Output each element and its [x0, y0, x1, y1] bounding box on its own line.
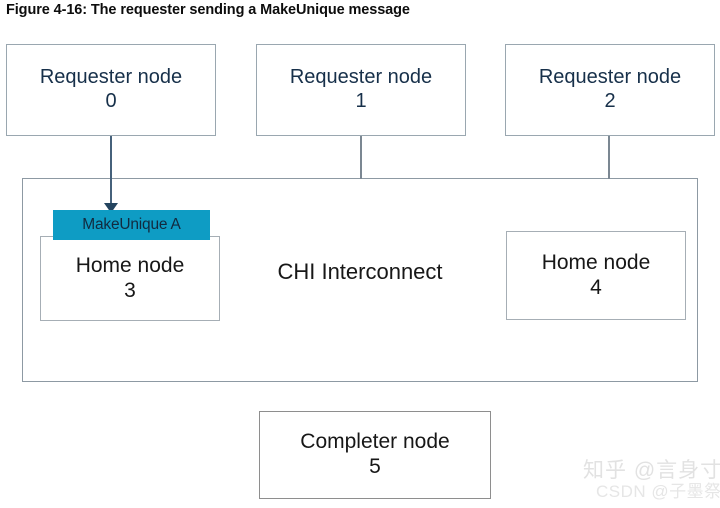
home-node-3-label: Home node [75, 253, 185, 277]
connector-requester0-to-home3 [110, 136, 112, 210]
requester-node-1-label: Requester node [289, 66, 433, 89]
connector-requester1-to-interconnect [360, 136, 362, 179]
home-node-4-id: 4 [590, 275, 602, 299]
figure-caption: Figure 4-16: The requester sending a Mak… [6, 2, 410, 18]
requester-node-1: Requester node 1 [256, 44, 466, 136]
requester-node-2-label: Requester node [538, 66, 682, 89]
completer-node-5-id: 5 [369, 455, 381, 478]
requester-node-0: Requester node 0 [6, 44, 216, 136]
requester-node-0-id: 0 [105, 90, 117, 112]
requester-node-1-id: 1 [355, 90, 367, 112]
arrowhead-icon [104, 203, 118, 213]
makeunique-message-label: MakeUnique A [53, 210, 210, 240]
home-node-3-id: 3 [124, 278, 136, 302]
requester-node-0-label: Requester node [39, 66, 183, 89]
csdn-watermark: CSDN @子墨祭 [596, 482, 720, 501]
home-node-4-label: Home node [541, 250, 651, 274]
home-node-3: Home node 3 [40, 236, 220, 321]
zhihu-watermark: 知乎 @言身寸 [583, 459, 720, 482]
connector-requester2-to-interconnect [608, 136, 610, 179]
completer-node-5-label: Completer node [300, 430, 450, 454]
requester-node-2: Requester node 2 [505, 44, 715, 136]
completer-node-5: Completer node 5 [259, 411, 491, 499]
requester-node-2-id: 2 [604, 90, 616, 112]
chi-interconnect-title: CHI Interconnect [277, 259, 443, 284]
home-node-4: Home node 4 [506, 231, 686, 320]
